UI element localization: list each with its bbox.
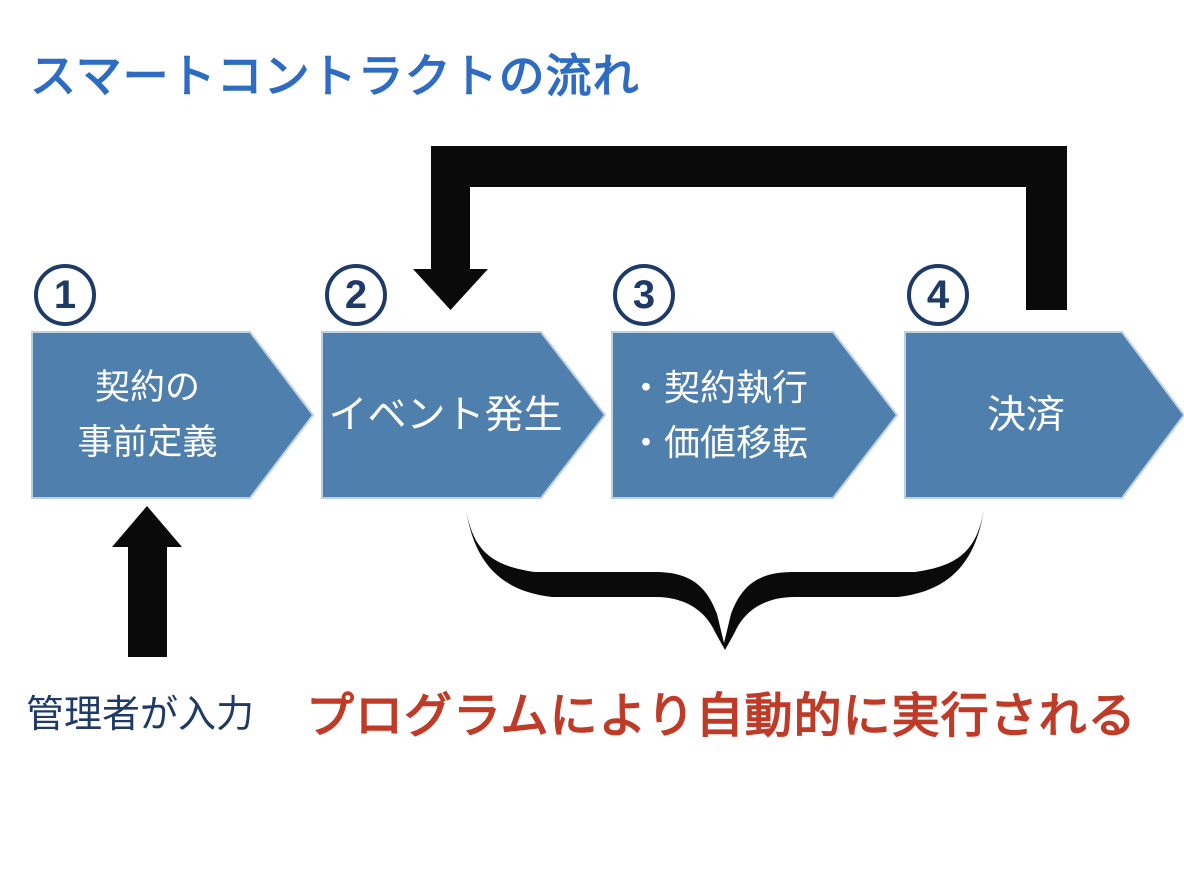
step-3-label: ・契約執行 ・価値移転 [628, 367, 809, 463]
underbrace-icon [466, 509, 984, 650]
step-number-badge-1: 1 [34, 264, 96, 326]
chevron-step-1 [31, 331, 315, 499]
admin-input-up-arrow-icon [112, 506, 182, 657]
step-number-badge-3: 3 [613, 264, 675, 326]
step-4-label: 決済 [986, 393, 1065, 437]
loop-arrow-step4-to-step2-icon [413, 146, 1067, 310]
auto-exec-label: プログラムにより自動的に実行される [306, 690, 1137, 743]
step-1-label: 契約の 事前定義 [77, 368, 218, 462]
chevron-step-3 [611, 331, 899, 499]
diagram-title: スマートコントラクトの流れ [30, 50, 640, 102]
step-2-label: イベント発生 [328, 393, 563, 437]
step-number-badge-4: 4 [907, 264, 969, 326]
chevron-step-4 [904, 331, 1184, 499]
step-number-badge-2: 2 [325, 264, 387, 326]
chevron-step-2 [321, 331, 607, 499]
admin-input-label: 管理者が入力 [26, 694, 255, 736]
